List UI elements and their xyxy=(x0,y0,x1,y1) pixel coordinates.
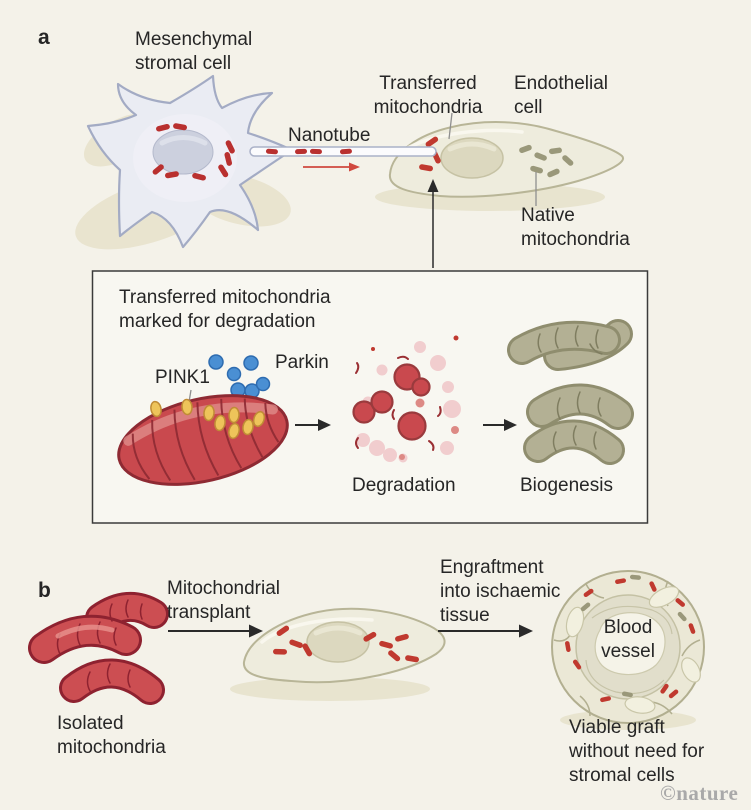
mesenchymal-stromal-cell-illustration xyxy=(86,74,294,249)
transplant-cell-illustration xyxy=(242,607,446,684)
transferred-label-connector xyxy=(448,112,453,140)
arrow-to-biogenesis xyxy=(483,419,517,431)
engraftment-arrow xyxy=(438,624,533,638)
native-mitochondria-in-cell xyxy=(519,144,574,178)
engraftment-label: Engraftment into ischaemic tissue xyxy=(440,557,561,626)
pink1-label: PINK1 xyxy=(155,367,210,388)
mitochondrial-transplant-label: Mitochondrial transplant xyxy=(167,578,280,623)
degradation-cluster xyxy=(352,335,461,463)
nature-watermark: ©nature xyxy=(660,781,739,805)
transplant-arrow xyxy=(168,624,263,638)
degradation-label: Degradation xyxy=(352,475,456,496)
degradation-box-title: Transferred mitochondria marked for degr… xyxy=(119,287,331,332)
nanotube-mitochondria xyxy=(265,148,352,155)
nanotube-label: Nanotube xyxy=(288,125,371,146)
biogenesis-mitochondria xyxy=(507,319,634,465)
panel-b-label: b xyxy=(38,579,51,602)
panel-a-label: a xyxy=(38,26,50,49)
arrow-to-degradation xyxy=(295,419,331,431)
nanotube-direction-arrow xyxy=(303,162,360,172)
stromal-mitochondria xyxy=(152,123,235,181)
endothelial-cell-label: Endothelial cell xyxy=(514,73,609,118)
isolated-mitochondria-label: Isolated mitochondria xyxy=(57,713,166,758)
native-mitochondria-label: Native mitochondria xyxy=(521,205,630,250)
nanotube-illustration xyxy=(249,146,437,157)
endothelial-cell-illustration xyxy=(388,121,625,198)
box-to-cell-arrow xyxy=(427,179,439,268)
isolated-mitochondria-illustration xyxy=(28,592,169,705)
blood-vessel-label: Blood vessel xyxy=(601,617,655,662)
transplanted-mitochondria xyxy=(273,625,419,663)
parkin-label: Parkin xyxy=(275,352,329,373)
vessel-red-mitochondria xyxy=(565,578,696,703)
mitochondrion-illustration xyxy=(117,394,289,486)
pink1-proteins xyxy=(150,398,266,440)
blood-vessel-illustration xyxy=(551,570,705,730)
biogenesis-label: Biogenesis xyxy=(520,475,613,496)
vessel-olive-mitochondria xyxy=(580,574,687,698)
viable-graft-label: Viable graft without need for stromal ce… xyxy=(569,717,705,786)
transplant-cell-shadow xyxy=(230,677,430,701)
transferred-mitochondria-label: Transferred mitochondria xyxy=(373,73,483,118)
parkin-proteins xyxy=(208,354,271,399)
mesenchymal-stromal-cell-label: Mesenchymal stromal cell xyxy=(135,29,253,74)
